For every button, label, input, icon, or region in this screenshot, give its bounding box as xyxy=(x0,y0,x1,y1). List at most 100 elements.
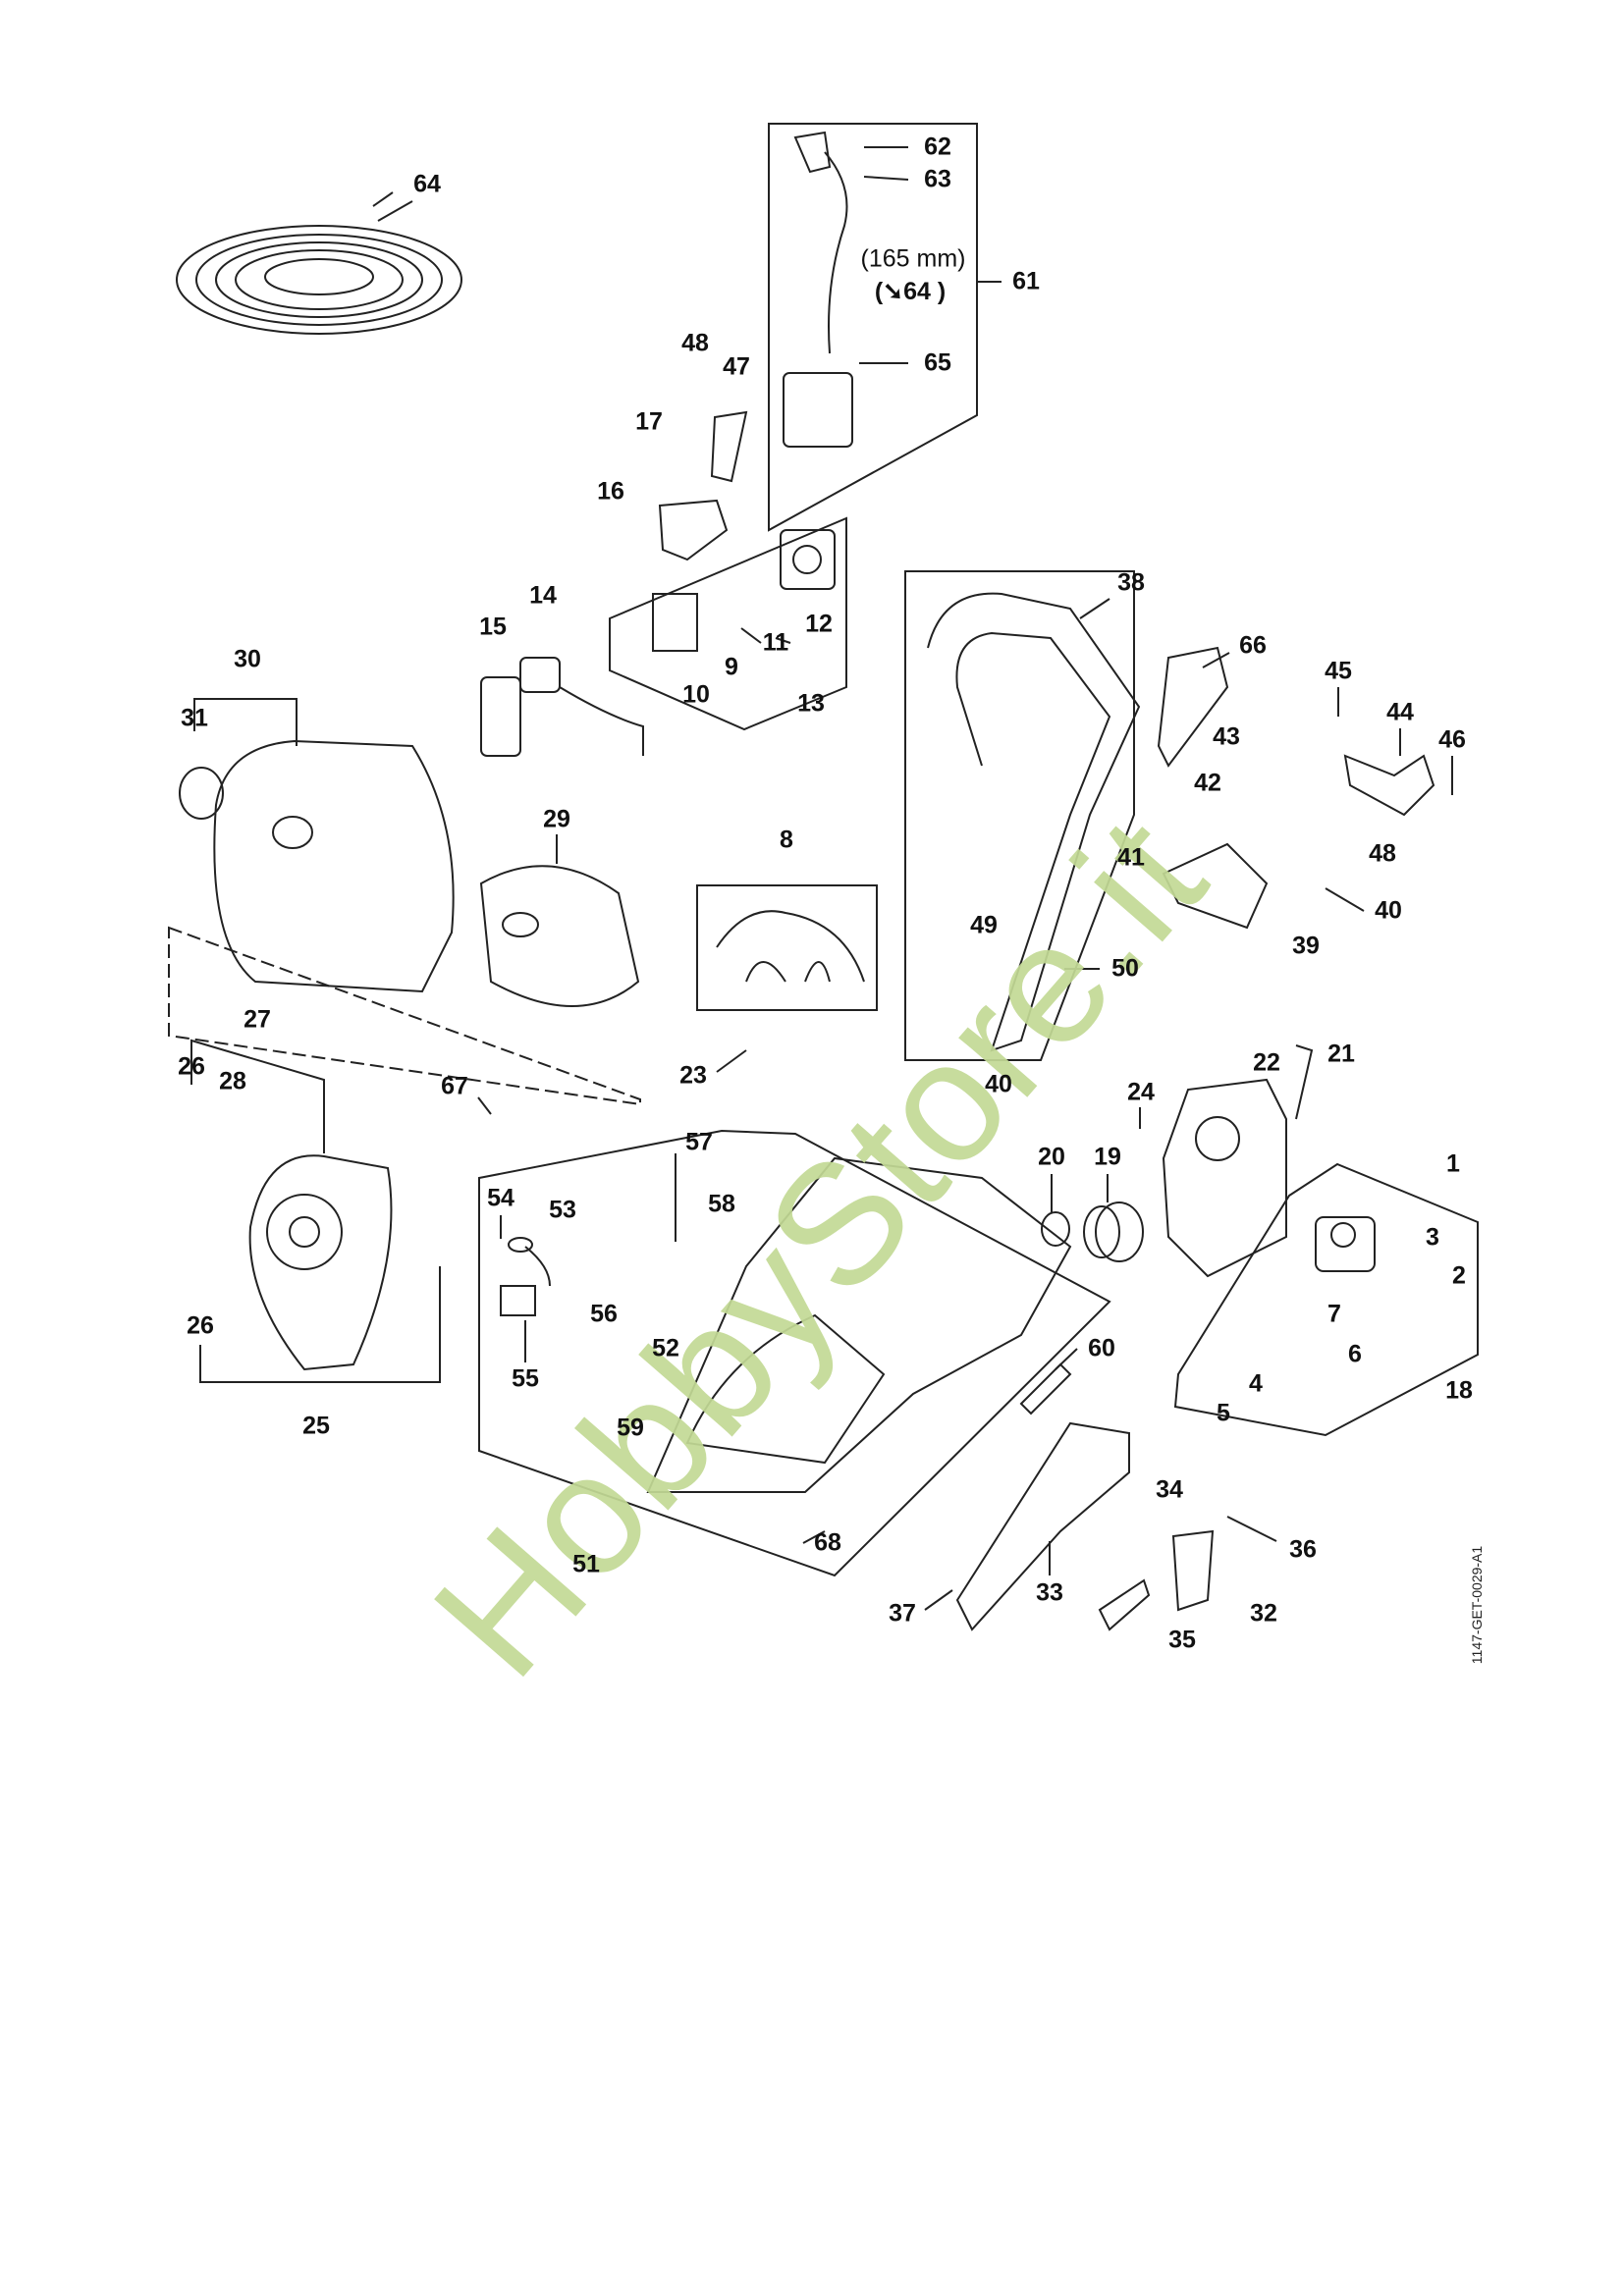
part-cylinder-21 xyxy=(1162,1078,1287,1278)
group-frame-51 xyxy=(478,1129,1111,1577)
part-handlebar-38 xyxy=(927,592,1141,1052)
part-64-rewind-spring xyxy=(176,191,462,335)
part-53-hose xyxy=(508,1237,551,1287)
part-label: 26 xyxy=(187,1311,214,1340)
part-label: 49 xyxy=(970,911,998,939)
part-label: 10 xyxy=(682,680,710,709)
part-label: 12 xyxy=(805,610,833,638)
part-label: 62 xyxy=(924,133,951,161)
part-label: 67 xyxy=(441,1072,468,1100)
part-label: 33 xyxy=(1036,1578,1063,1607)
group-frame-1 xyxy=(1173,1162,1479,1437)
part-label: 20 xyxy=(1038,1143,1065,1171)
part-label: 4 xyxy=(1249,1369,1263,1398)
part-label: 19 xyxy=(1094,1143,1121,1171)
part-29-air-filter xyxy=(479,865,640,1007)
part-14-15-switch xyxy=(480,657,644,757)
part-61-ignition-module xyxy=(783,131,853,448)
part-label: 65 xyxy=(924,348,951,377)
part-label: 55 xyxy=(512,1364,539,1393)
part-label: 47 xyxy=(723,352,750,381)
group-frame-61 xyxy=(768,123,978,532)
part-label: 28 xyxy=(219,1067,246,1095)
part-label: 44 xyxy=(1386,698,1414,726)
part-label: 56 xyxy=(590,1300,618,1328)
part-label: 32 xyxy=(1250,1599,1277,1628)
part-label: 14 xyxy=(529,581,557,610)
part-32-throttle-trigger xyxy=(1171,1529,1215,1612)
part-31-knob xyxy=(179,767,224,820)
part-label: 2 xyxy=(1452,1261,1466,1290)
part-label: 50 xyxy=(1111,954,1139,983)
part-label: 48 xyxy=(681,329,709,357)
part-label: 1 xyxy=(1446,1149,1460,1178)
part-label: 51 xyxy=(572,1550,600,1578)
part-9-gasket xyxy=(652,593,698,652)
part-label: 46 xyxy=(1438,725,1466,754)
part-label: 16 xyxy=(597,477,624,506)
part-label: 29 xyxy=(543,805,570,833)
part-55-fuel-filter xyxy=(500,1285,536,1316)
note-see-ref: (➘64 ) xyxy=(874,278,947,305)
part-label: 59 xyxy=(617,1414,644,1442)
part-label: 41 xyxy=(1117,843,1145,872)
bracket-21 xyxy=(1295,1044,1314,1120)
group-frame-38 xyxy=(904,570,1135,1061)
part-37-rear-handle xyxy=(955,1421,1130,1631)
part-label: 39 xyxy=(1292,932,1320,960)
part-label: 5 xyxy=(1217,1399,1230,1427)
part-66-bracket xyxy=(1157,646,1229,768)
part-30-shroud xyxy=(213,739,455,993)
part-label: 25 xyxy=(302,1412,330,1440)
part-label: 63 xyxy=(924,165,951,193)
leader-lines xyxy=(377,146,1453,1611)
reference-code: 1147-GET-0029-A1 xyxy=(1469,1545,1485,1665)
part-label: 23 xyxy=(679,1061,707,1090)
part-label: 21 xyxy=(1327,1040,1355,1068)
part-label: 3 xyxy=(1426,1223,1439,1252)
part-label: 9 xyxy=(725,653,738,681)
bracket-27 xyxy=(190,1039,325,1153)
part-label: 13 xyxy=(797,689,825,718)
part-label: 66 xyxy=(1239,631,1267,660)
part-label: 11 xyxy=(762,628,789,657)
part-label: 58 xyxy=(708,1190,735,1218)
group-frame-13 xyxy=(609,516,847,731)
part-label: 36 xyxy=(1289,1535,1317,1564)
part-label: 53 xyxy=(549,1196,576,1224)
part-16-cover xyxy=(658,499,729,561)
part-12-carb-flange xyxy=(780,529,836,590)
part-label: 22 xyxy=(1253,1048,1280,1077)
group-frame-dashed xyxy=(168,926,641,1106)
part-label: 24 xyxy=(1127,1078,1155,1106)
bracket-30 xyxy=(193,698,298,746)
part-label: 37 xyxy=(889,1599,916,1628)
part-8-fuel-lines xyxy=(716,910,865,983)
part-label: 48 xyxy=(1369,839,1396,868)
part-label: 52 xyxy=(652,1334,679,1362)
part-label: 30 xyxy=(234,645,261,673)
part-label: 40 xyxy=(985,1070,1012,1098)
part-label: 40 xyxy=(1375,896,1402,925)
part-label: 57 xyxy=(685,1128,713,1156)
part-label: 42 xyxy=(1194,769,1221,797)
bracket-25 xyxy=(199,1266,441,1383)
part-label: 64 xyxy=(413,170,441,198)
part-label: 54 xyxy=(487,1184,514,1212)
part-47-buffer xyxy=(710,410,748,483)
part-label: 26 xyxy=(178,1052,205,1081)
part-label: 43 xyxy=(1213,722,1240,751)
part-35-lockout xyxy=(1098,1578,1151,1631)
part-fan-housing-25 xyxy=(248,1154,393,1371)
part-label: 35 xyxy=(1168,1626,1196,1654)
part-label: 60 xyxy=(1088,1334,1115,1362)
part-label: 31 xyxy=(181,704,208,732)
part-label: 45 xyxy=(1325,657,1352,685)
part-label: 34 xyxy=(1156,1475,1183,1504)
part-label: 8 xyxy=(780,826,793,854)
part-fuel-tank-housing-51 xyxy=(646,1156,1072,1493)
part-label: 68 xyxy=(814,1528,841,1557)
group-frame-8 xyxy=(696,884,878,1011)
